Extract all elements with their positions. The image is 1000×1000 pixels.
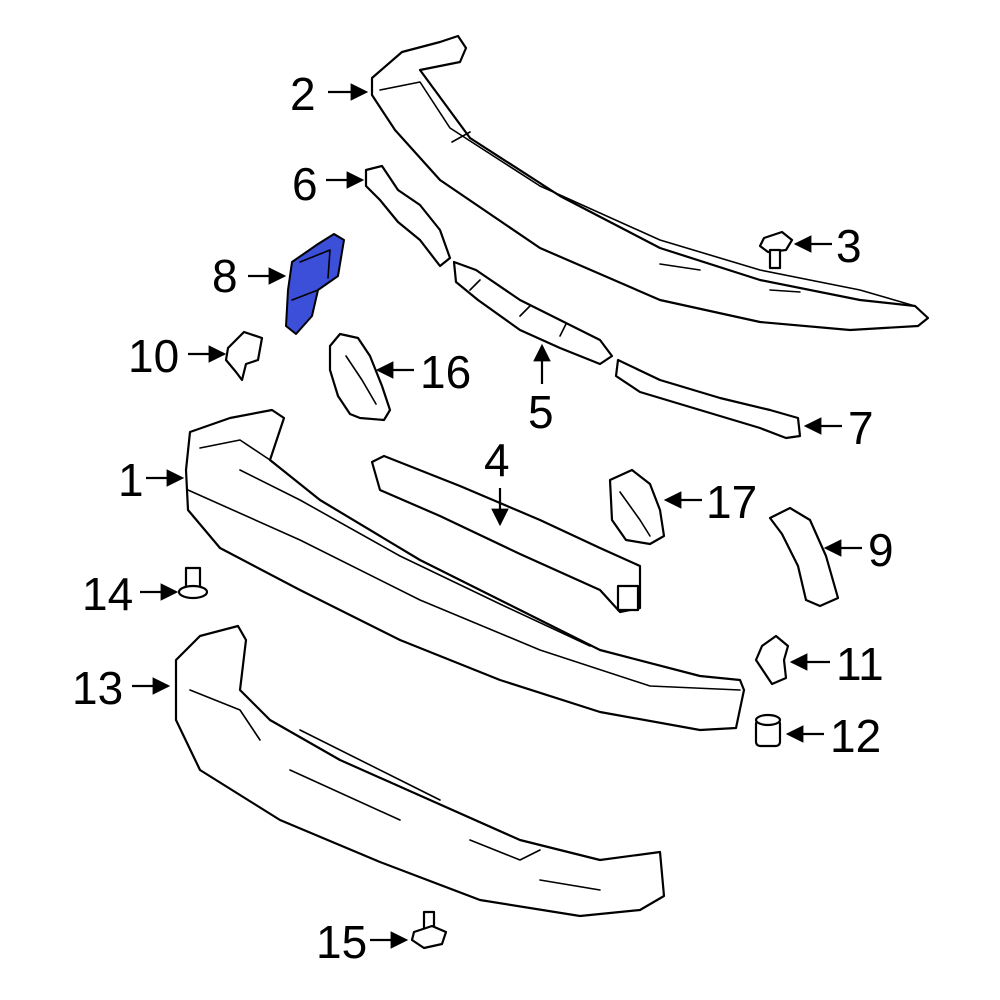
callout-4-label: 4 — [484, 434, 510, 486]
callout-15-label: 15 — [316, 916, 367, 968]
callout-14: 14 — [82, 568, 179, 620]
callout-7-label: 7 — [848, 402, 874, 454]
callout-6-label: 6 — [292, 158, 318, 210]
part-4-absorber[interactable] — [370, 454, 642, 614]
part-2-upper-cover[interactable] — [370, 34, 930, 332]
callout-12: 12 — [785, 710, 881, 762]
part-9-bracket[interactable] — [768, 506, 840, 608]
part-17-bracket[interactable] — [608, 468, 666, 546]
callout-15: 15 — [316, 916, 409, 968]
callout-2-label: 2 — [290, 68, 316, 120]
callout-11: 11 — [789, 638, 884, 690]
part-12-nut[interactable] — [754, 713, 782, 748]
callout-2: 2 — [290, 68, 369, 120]
callout-10-label: 10 — [128, 330, 179, 382]
part-13-lower-cover[interactable] — [174, 624, 666, 918]
part-11-clip[interactable] — [754, 634, 790, 686]
callout-9-label: 9 — [868, 524, 894, 576]
callout-9: 9 — [823, 524, 894, 576]
callout-13: 13 — [72, 662, 171, 714]
callout-16: 16 — [375, 346, 471, 398]
part-15-bolt[interactable] — [410, 910, 448, 950]
part-3-bolt[interactable] — [758, 230, 794, 270]
callout-3: 3 — [793, 220, 862, 272]
callout-17: 17 — [663, 476, 757, 528]
callout-12-label: 12 — [830, 710, 881, 762]
part-8-bracket[interactable] — [285, 233, 345, 335]
callout-11-label: 11 — [836, 638, 884, 690]
callout-10: 10 — [128, 330, 227, 382]
callout-6: 6 — [292, 158, 365, 210]
callout-5: 5 — [528, 343, 554, 438]
callout-16-label: 16 — [420, 346, 471, 398]
part-7-strip[interactable] — [614, 358, 802, 440]
callout-14-label: 14 — [82, 568, 133, 620]
part-16-bracket[interactable] — [328, 332, 392, 422]
callout-1: 1 — [118, 454, 185, 506]
part-8-highlight — [285, 233, 345, 335]
part-5-strip[interactable] — [452, 260, 614, 366]
callout-17-label: 17 — [706, 476, 757, 528]
callout-13-label: 13 — [72, 662, 123, 714]
callout-7: 7 — [803, 402, 874, 454]
part-14-pin[interactable] — [177, 566, 209, 600]
callout-8: 8 — [212, 250, 287, 302]
callout-4: 4 — [484, 434, 510, 527]
part-1-bumper[interactable] — [184, 408, 746, 732]
part-10-clip[interactable] — [224, 330, 264, 382]
callout-1-label: 1 — [118, 454, 144, 506]
callout-5-label: 5 — [528, 386, 554, 438]
callout-8-label: 8 — [212, 250, 238, 302]
part-6-strip[interactable] — [364, 164, 452, 268]
callout-3-label: 3 — [836, 220, 862, 272]
